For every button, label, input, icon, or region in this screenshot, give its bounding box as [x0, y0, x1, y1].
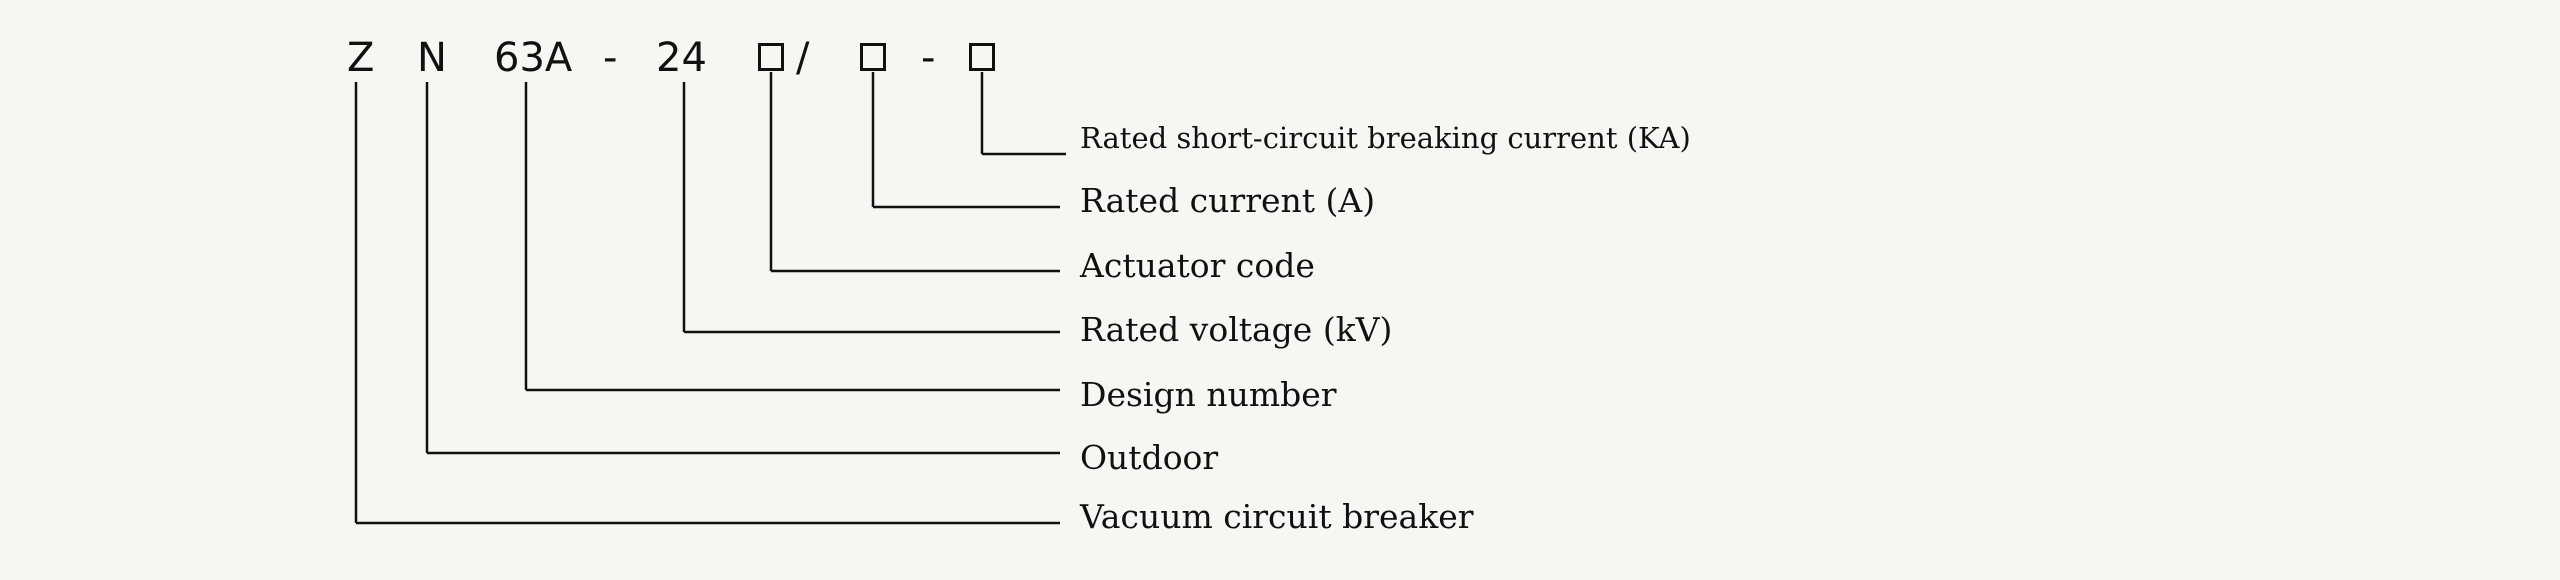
- code-box-current: [860, 43, 886, 71]
- label-actuator-code: Actuator code: [1080, 246, 1315, 285]
- code-segment-n: N: [417, 35, 447, 81]
- code-dash-2: -: [921, 35, 936, 81]
- label-design-number: Design number: [1080, 375, 1337, 414]
- code-dash-1: -: [603, 35, 618, 81]
- code-segment-design: 63A: [494, 35, 573, 81]
- label-rated-current: Rated current (A): [1080, 181, 1376, 220]
- code-slash: /: [796, 35, 810, 81]
- label-outdoor: Outdoor: [1080, 438, 1219, 477]
- label-rated-voltage: Rated voltage (kV): [1080, 310, 1393, 349]
- code-segment-voltage: 24: [656, 35, 707, 81]
- code-box-actuator: [758, 43, 784, 71]
- label-short-circuit-current: Rated short-circuit breaking current (KA…: [1080, 121, 1691, 155]
- label-vacuum-circuit-breaker: Vacuum circuit breaker: [1080, 497, 1474, 536]
- code-segment-z: Z: [347, 35, 375, 81]
- code-box-short-circuit: [969, 43, 995, 71]
